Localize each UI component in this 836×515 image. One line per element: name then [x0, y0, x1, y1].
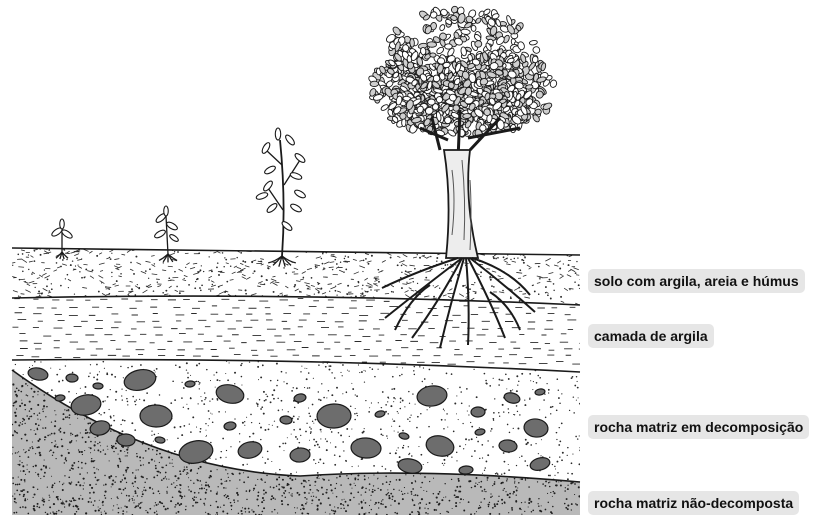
ground-surface-line [12, 248, 580, 255]
clay-boundary-line [12, 296, 580, 305]
rock [280, 415, 293, 424]
leaf [275, 128, 280, 140]
young-plants [51, 128, 307, 267]
rock [503, 391, 521, 405]
leaf [261, 141, 272, 154]
label-topsoil: solo com argila, areia e húmus [588, 269, 805, 293]
label-clay-layer: camada de argila [588, 324, 714, 348]
leaf [263, 165, 276, 176]
rock [535, 388, 546, 396]
rock [459, 465, 474, 474]
rock [140, 405, 172, 428]
rock-boundary-line [12, 360, 580, 373]
tree [367, 5, 557, 348]
rock [289, 447, 310, 463]
leaf [164, 206, 169, 216]
leaf [255, 191, 268, 200]
rock [122, 367, 158, 394]
rock [66, 374, 78, 382]
bedrock-layer [0, 360, 600, 515]
rock [185, 381, 196, 388]
rock [293, 393, 306, 403]
label-decomposing-rock: rocha matriz em decomposição [588, 415, 809, 439]
rock [317, 403, 352, 428]
leaf [153, 229, 166, 240]
leaf [289, 171, 302, 180]
tree-trunk [444, 150, 478, 258]
rock [416, 384, 448, 408]
rock [474, 428, 485, 436]
leaf [289, 203, 302, 214]
rock [27, 366, 49, 381]
leaf [284, 134, 296, 147]
leaf [169, 233, 180, 242]
rock [350, 437, 381, 459]
clay-layer [12, 299, 593, 365]
leaf [60, 219, 65, 229]
rock [214, 382, 245, 406]
rock [523, 418, 549, 439]
rock [424, 433, 456, 459]
leaf [294, 152, 307, 164]
rock [223, 421, 236, 431]
rock [236, 439, 263, 460]
rock [374, 410, 385, 418]
leaf [262, 180, 274, 193]
leaf [165, 221, 178, 232]
rock [529, 456, 551, 473]
rock [471, 407, 485, 417]
rock [398, 432, 409, 440]
leaf [266, 202, 279, 214]
tree-canopy [367, 5, 557, 139]
label-bedrock: rocha matriz não-decomposta [588, 491, 799, 515]
rock [155, 436, 166, 444]
rock [93, 383, 103, 389]
leaf [293, 189, 306, 200]
